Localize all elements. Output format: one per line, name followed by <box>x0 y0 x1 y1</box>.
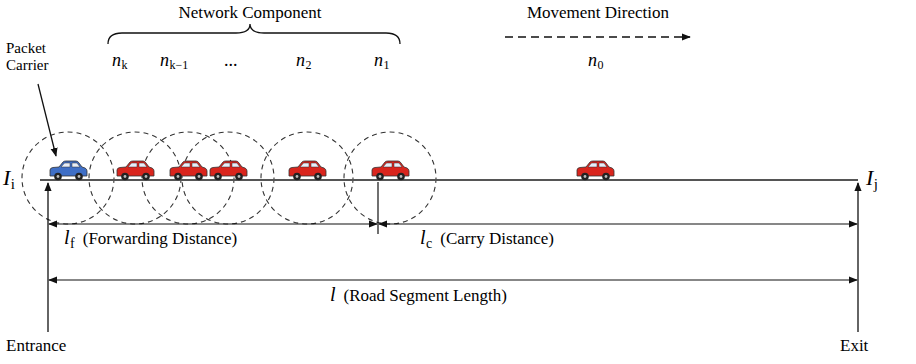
intersection-subscript-holder: j <box>874 176 878 193</box>
node-symbol-holder: n <box>112 50 121 71</box>
carrier-label-holder: Packet Carrier <box>6 40 68 75</box>
distance-symbol-holder: l <box>64 226 70 249</box>
node-symbol: n <box>112 50 121 71</box>
direction-label-holder: Movement Direction <box>527 3 669 23</box>
distance-subscript-holder: f <box>70 236 75 252</box>
range-circle <box>261 132 353 224</box>
carrier-car <box>50 161 87 180</box>
ellipsis-mark: ... <box>224 50 238 71</box>
ellipsis-mark-holder: ... <box>224 50 238 71</box>
radio-ranges <box>22 132 436 224</box>
intersection-symbol: I <box>3 165 10 190</box>
node-subscript-holder: 0 <box>598 59 604 73</box>
intersection-subscript: j <box>874 176 878 193</box>
distance-symbol: l <box>64 226 70 249</box>
direction-arrow <box>505 36 690 37</box>
vehicle-car <box>170 161 207 180</box>
vehicle-car <box>210 161 247 180</box>
node-subscript: 1 <box>384 59 390 73</box>
boundary-tick <box>377 182 378 234</box>
distance-symbol: l <box>420 226 426 249</box>
node-symbol: n <box>160 50 169 71</box>
range-circle <box>22 132 114 224</box>
node-symbol: n <box>374 50 383 71</box>
node-symbol-holder: n <box>296 50 305 71</box>
node-symbol-holder: n <box>160 50 169 71</box>
distance-symbol-holder: l <box>330 283 336 306</box>
distance-caption: (Carry Distance) <box>440 229 554 249</box>
exit-label-holder: Exit <box>840 336 868 356</box>
distance-caption: (Road Segment Length) <box>344 286 507 306</box>
distance-subscript: c <box>426 236 432 252</box>
distance-symbol-holder: l <box>420 226 426 249</box>
vehicle-car <box>372 161 409 180</box>
node-subscript: 0 <box>598 59 604 73</box>
distance-subscript: f <box>70 236 75 252</box>
distance-symbol: l <box>330 283 336 306</box>
node-symbol-holder: n <box>588 50 597 71</box>
component-label: Network Component <box>178 3 321 23</box>
range-circle <box>344 132 436 224</box>
entrance-label-holder: Entrance <box>6 336 66 356</box>
distance-subscript-holder: c <box>426 236 432 252</box>
carrier-pointer <box>38 84 56 156</box>
component-brace <box>108 24 400 44</box>
node-subscript: k <box>122 59 128 73</box>
node-subscript-holder: 1 <box>384 59 390 73</box>
forwarding-dimension <box>49 223 377 224</box>
entrance-label: Entrance <box>6 336 66 356</box>
node-subscript-holder: k <box>122 59 128 73</box>
intersection-symbol: I <box>866 165 873 190</box>
range-circle <box>89 132 181 224</box>
length-dimension <box>49 279 857 280</box>
distance-caption: (Forwarding Distance) <box>83 229 237 249</box>
node-symbol-holder: n <box>374 50 383 71</box>
direction-label: Movement Direction <box>527 3 669 23</box>
intersection-subscript: i <box>11 176 15 193</box>
intersection-symbol-holder: I <box>3 165 10 190</box>
node-subscript: 2 <box>306 59 312 73</box>
intersection-symbol-holder: I <box>866 165 873 190</box>
vehicle-car <box>289 161 326 180</box>
exit-arrow <box>857 183 858 332</box>
vehicle-car <box>117 161 154 180</box>
node-subscript-holder: k−1 <box>170 59 189 73</box>
node-subscript-holder: 2 <box>306 59 312 73</box>
entrance-arrow <box>47 183 48 332</box>
node-symbol: n <box>588 50 597 71</box>
node-symbol: n <box>296 50 305 71</box>
carrier-label: Packet Carrier <box>6 40 68 75</box>
distance-caption-holder: (Carry Distance) <box>440 229 554 249</box>
road-line <box>40 179 858 181</box>
node-subscript: k−1 <box>170 59 189 73</box>
distance-caption-holder: (Road Segment Length) <box>344 286 507 306</box>
distance-caption-holder: (Forwarding Distance) <box>83 229 237 249</box>
intersection-subscript-holder: i <box>11 176 15 193</box>
exit-label: Exit <box>840 336 868 356</box>
component-label-holder: Network Component <box>178 3 321 23</box>
vehicle-car <box>577 161 614 180</box>
carry-dimension <box>379 223 857 224</box>
